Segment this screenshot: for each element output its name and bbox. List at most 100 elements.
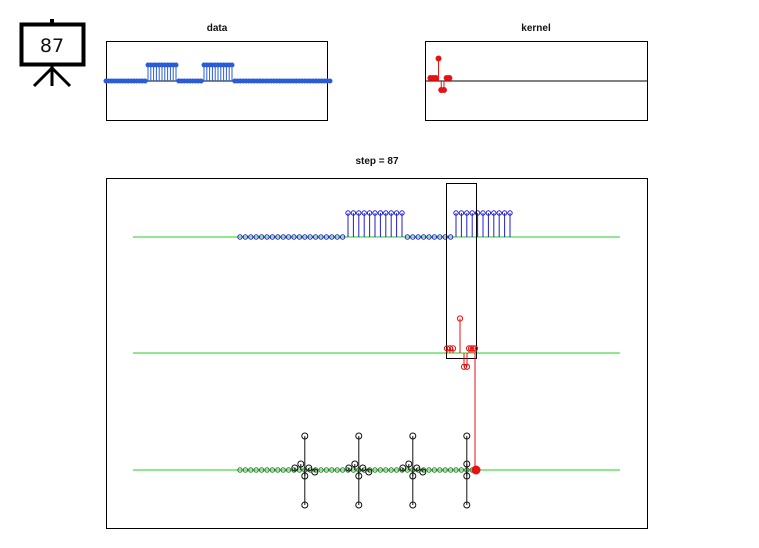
step-output-spike-marker [399,464,407,472]
step-output-point [318,467,324,473]
step-kernel-point-marker [465,345,473,352]
step-output-point [269,467,276,473]
presentation-board-icon: 87 [19,19,86,88]
step-output-spike-marker [355,472,363,480]
current-output-point [471,465,481,475]
step-data-point-marker [507,210,513,216]
step-data-point-marker [491,210,497,216]
step-output-spike-marker [345,464,353,472]
step-data-point-marker [334,234,340,240]
step-badge-value: 87 [40,35,64,57]
step-output-spike-marker [409,501,417,509]
step-data-point-marker [410,234,416,240]
step-data-point-marker [458,210,465,216]
step-data-point-marker [469,210,475,216]
step-data-point-marker [361,210,367,216]
data-point-marker [142,78,148,84]
step-output-point [393,467,400,473]
step-data-point-marker [399,210,405,216]
step-data-point-marker [350,210,357,216]
data-series [103,62,333,84]
step-output-point [388,467,394,473]
step-output-point [253,467,259,473]
step-data-point-marker [258,234,265,240]
kernel-point-marker [432,75,439,81]
data-panel-title: data [207,23,228,34]
step-data-point-marker [345,210,351,216]
step-output-spike-marker [355,501,363,509]
step-output-point [377,467,384,473]
step-output-point [366,467,373,473]
step-data-point-marker [426,234,432,240]
step-output-spike-marker [419,468,427,476]
step-output-spike-marker [413,464,421,472]
step-output-point [334,467,340,473]
kernel-series [425,55,647,93]
step-data-point-marker [329,234,335,240]
step-data-point-marker [302,234,308,240]
step-output-spike-marker [355,432,363,440]
step-data-point-marker [501,210,508,216]
step-output-spike-marker [301,432,309,440]
step-panel-title: step = 87 [355,156,399,167]
step-output-spike-marker [351,460,359,468]
step-output-point [372,467,378,473]
step-kernel-point-marker [456,315,464,322]
step-data-point-marker [377,210,384,216]
step-data-point-marker [318,234,324,240]
step-data-point-marker [372,210,378,216]
step-output-point [426,467,432,473]
kernel-point-marker [435,55,442,62]
step-data-point-marker [496,210,502,216]
step-data-point-marker [415,234,421,240]
step-output-point [237,467,243,473]
step-output-spike-marker [301,501,309,509]
step-data-point-marker [437,234,443,240]
step-output-spike-marker [301,472,309,480]
step-output-spike-marker [297,460,305,468]
step-output-point [458,467,465,473]
step-data-point-marker [253,234,259,240]
step-output-point [329,467,335,473]
step-output-point [339,467,346,473]
step-output-spike-marker [311,468,319,476]
step-data-point-marker [339,234,346,240]
step-output-spike-marker [359,464,367,472]
step-data-point-marker [420,234,427,240]
step-output-point [242,467,249,473]
step-output-point [447,467,454,473]
step-output-point [248,467,254,473]
step-data-point-marker [237,234,243,240]
data-point-marker [327,78,333,84]
step-output-spike-marker [409,472,417,480]
step-output-point [264,467,270,473]
step-output-point [442,467,448,473]
step-data-point-marker [312,234,319,240]
step-output-spike-marker [305,464,313,472]
step-kernel-point-marker [463,363,471,370]
step-output-spike-marker [365,468,373,476]
step-output-spike-marker [405,460,413,468]
step-output-spike-marker [463,472,471,480]
sliding-window [446,183,477,359]
step-output-point [275,467,281,473]
step-data-point-marker [431,234,438,240]
step-data-point-marker [248,234,254,240]
step-output-point [399,467,405,473]
step-output-point [431,467,438,473]
data-point-marker [198,78,204,84]
step-data-point-marker [393,210,400,216]
step-data-point-marker [404,234,411,240]
step-data-point-marker [366,210,373,216]
step-data-point-marker [356,210,362,216]
step-data-point-marker [291,234,297,240]
step-data-point-marker [485,210,492,216]
step-data-point-marker [269,234,276,240]
step-panel-frame [106,178,648,529]
step-data-point-marker [453,210,459,216]
step-kernel-point-marker [469,345,477,352]
step-output-point [291,467,297,473]
step-data-point-marker [285,234,292,240]
step-output-point [280,467,286,473]
